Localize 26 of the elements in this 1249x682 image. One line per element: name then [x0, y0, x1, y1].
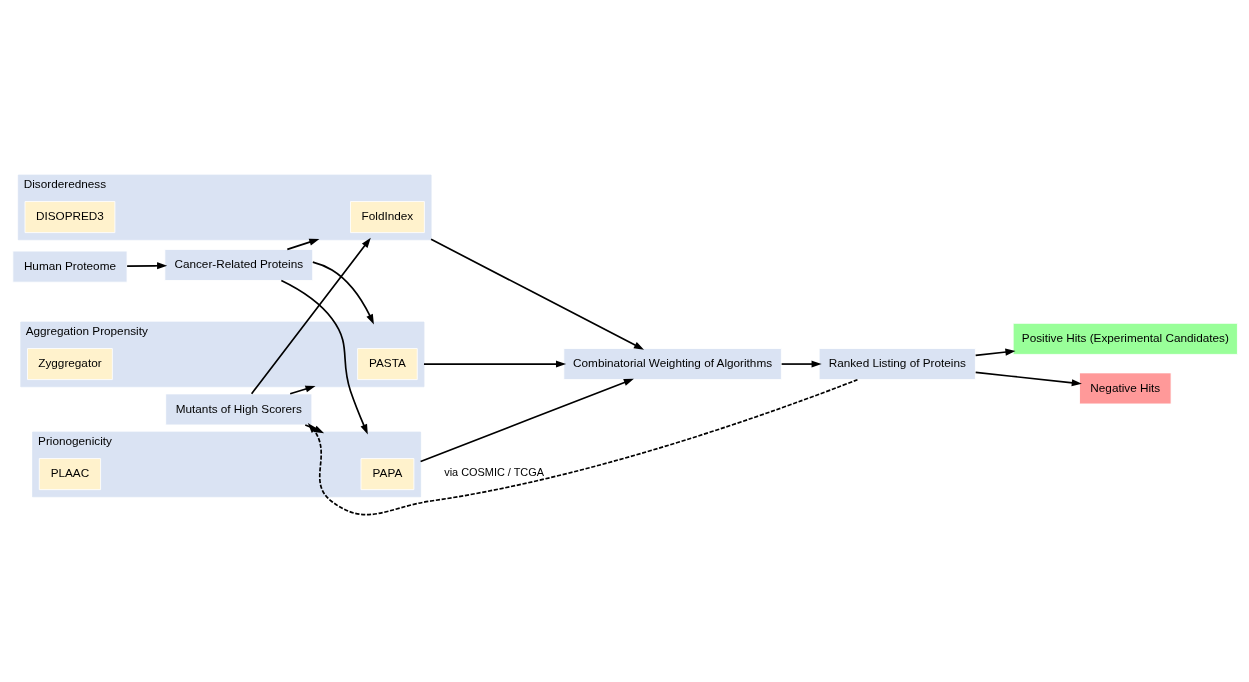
edge-label: via COSMIC / TCGA: [444, 465, 544, 478]
arrow: [419, 378, 634, 462]
arrow: [286, 238, 320, 250]
arrow: [430, 237, 645, 350]
arrow: [289, 385, 316, 395]
node-box: Zyggregator: [27, 347, 113, 380]
node-box: Combinatorial Weighting of Algorithms: [563, 347, 782, 380]
arrow: [423, 360, 567, 368]
node-box: PLAAC: [38, 457, 101, 490]
arrow: [307, 378, 859, 515]
node-box: Mutants of High Scorers: [165, 392, 313, 425]
node-box: PASTA: [357, 347, 418, 380]
node-box: DISOPRED3: [24, 200, 116, 233]
node-box: Cancer-Related Proteins: [164, 248, 314, 281]
arrow: [780, 360, 822, 368]
arrow: [126, 261, 168, 269]
node-box: Ranked Listing of Proteins: [818, 347, 976, 380]
arrow: [250, 237, 371, 394]
node-box: Human Proteome: [12, 250, 128, 283]
node-box: PAPA: [360, 457, 415, 490]
node-box: FoldIndex: [350, 200, 425, 233]
arrow: [974, 348, 1016, 356]
arrow: [312, 260, 374, 324]
node-box: Positive Hits (Experimental Candidates): [1012, 322, 1238, 355]
arrow: [974, 371, 1082, 386]
node-box: Negative Hits: [1079, 371, 1172, 404]
